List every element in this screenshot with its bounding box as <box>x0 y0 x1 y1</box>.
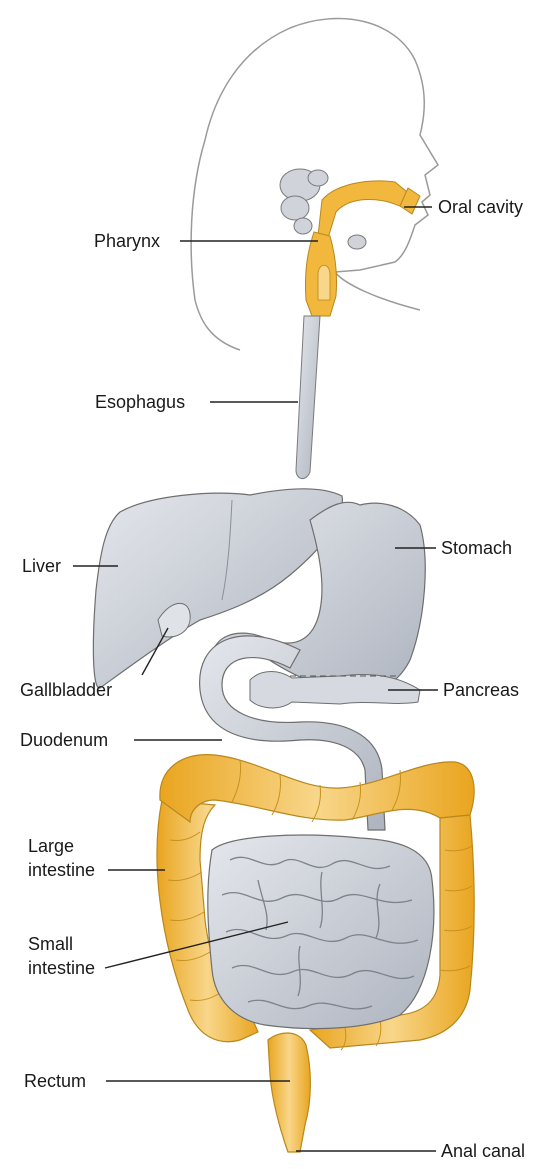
small-intestine <box>208 835 434 1028</box>
neck-outline <box>335 272 420 310</box>
label-rectum: Rectum <box>24 1071 86 1092</box>
label-duodenum: Duodenum <box>20 730 108 751</box>
label-esophagus: Esophagus <box>95 392 185 413</box>
oral-pharynx <box>305 181 420 316</box>
label-pharynx: Pharynx <box>94 231 160 252</box>
label-large-intestine-line1: Large <box>28 836 74 857</box>
rectum <box>268 1033 310 1152</box>
label-pancreas: Pancreas <box>443 680 519 701</box>
label-large-intestine-line2: intestine <box>28 860 95 881</box>
label-anal-canal: Anal canal <box>441 1141 525 1162</box>
label-small-intestine-line1: Small <box>28 934 73 955</box>
label-small-intestine-line2: intestine <box>28 958 95 979</box>
esophagus-tube <box>296 316 320 479</box>
label-oral-cavity: Oral cavity <box>438 197 523 218</box>
label-liver: Liver <box>22 556 61 577</box>
label-stomach: Stomach <box>441 538 512 559</box>
label-gallbladder: Gallbladder <box>20 680 112 701</box>
